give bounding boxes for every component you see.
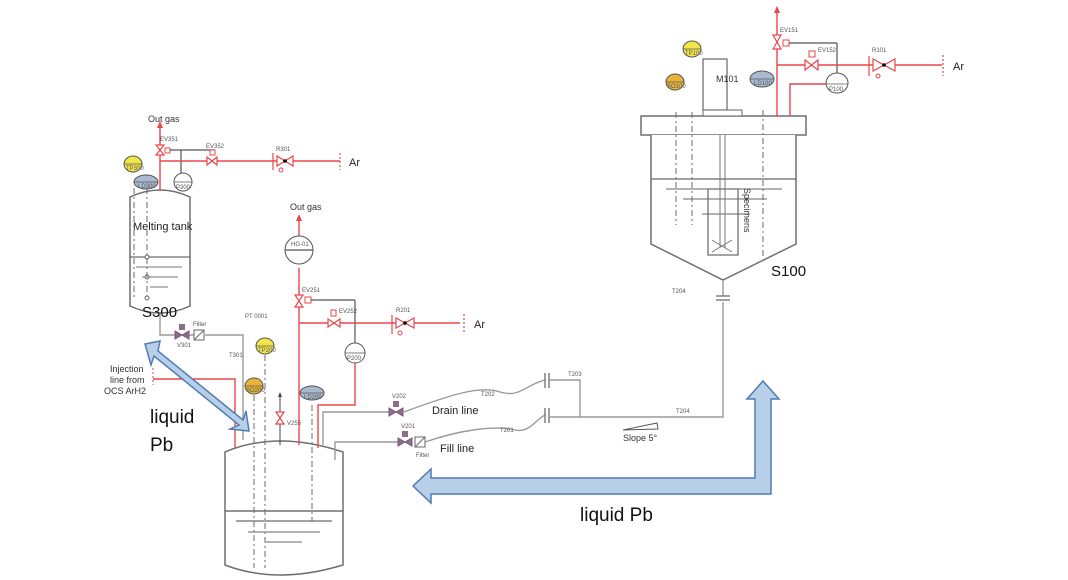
- ld300-sensor: LD300: [133, 174, 159, 190]
- liquid-pb-left-line2: Pb: [150, 435, 173, 456]
- p100-sensor: P100: [825, 72, 849, 94]
- ev251-valve[interactable]: [293, 294, 305, 308]
- m101-label: M101: [716, 74, 739, 84]
- svg-text:SO200: SO200: [246, 388, 265, 394]
- v301-label: V301: [177, 343, 192, 349]
- svg-text:OCS ArH2: OCS ArH2: [104, 386, 146, 396]
- s300-argon-label: Ar: [349, 157, 360, 169]
- tp200-sensor: TP200: [255, 337, 276, 355]
- m101-motor: [702, 58, 728, 111]
- liquid-pb-bottom-arrow: [411, 379, 781, 505]
- ev252-valve[interactable]: [327, 317, 341, 329]
- svg-text:P200: P200: [347, 356, 362, 362]
- drain-fill-lines: V202 T202 Drain line V201 Filter T201 Fi…: [322, 302, 724, 460]
- t204-top-label: T204: [672, 289, 686, 295]
- t202-label: T202: [481, 392, 495, 398]
- pt0001-label: PT 0001: [245, 314, 268, 320]
- so100-sensor: SO100: [665, 73, 686, 91]
- ld200-sensor: LD200: [299, 385, 325, 401]
- s100-label: S100: [771, 263, 806, 280]
- specimens-label: Specimens: [742, 188, 752, 233]
- r101-label: R101: [872, 48, 887, 54]
- r301-label: R301: [276, 147, 291, 153]
- injection-line: Injection line from OCS ArH2: [104, 364, 238, 563]
- svg-text:LD100: LD100: [754, 81, 772, 87]
- v202-label: V202: [392, 394, 407, 400]
- p300-sensor: P300: [173, 172, 193, 192]
- ev252-label: EV252: [339, 309, 358, 315]
- ev152-label: EV152: [818, 48, 837, 54]
- ev351-valve[interactable]: [154, 144, 166, 156]
- drain-line-label: Drain line: [432, 405, 478, 417]
- t204-bottom-label: T204: [676, 409, 690, 415]
- s300-drain: V301 Filter T301: [159, 313, 244, 440]
- s300-gas-system: Out gas EV351 EV352 R301 Ar TP300 LD300: [123, 114, 360, 192]
- svg-text:Injection: Injection: [110, 364, 144, 374]
- svg-text:LD300: LD300: [138, 184, 156, 190]
- t203-label: T203: [568, 372, 582, 378]
- svg-text:SO100: SO100: [667, 84, 686, 90]
- r201-label: R201: [396, 308, 411, 314]
- svg-text:P300: P300: [176, 185, 191, 191]
- svg-text:LD200: LD200: [304, 395, 322, 401]
- liquid-pb-bottom-label: liquid Pb: [580, 505, 653, 526]
- v201-label: V201: [401, 424, 416, 430]
- ev151-label: EV151: [780, 28, 799, 34]
- s100-gas-system: TP100 SO100 LD100 EV151 EV152 R101 Ar: [665, 6, 964, 116]
- filter-label-s300: Filter: [193, 322, 206, 328]
- tp300-sensor: TP300: [123, 155, 144, 173]
- liquid-pb-left-line1: liquid: [150, 407, 194, 428]
- ev251-label: EV251: [302, 288, 321, 294]
- v201-valve[interactable]: [397, 437, 413, 447]
- ld100-sensor: LD100: [749, 70, 775, 88]
- filter-label-fill: Filter: [416, 453, 429, 459]
- ev352-valve[interactable]: [206, 155, 218, 167]
- s100-argon-label: Ar: [953, 61, 964, 73]
- s200-tank: [224, 355, 344, 576]
- s300-melting-tank: Melting tank S300: [129, 188, 193, 321]
- v255-label: V255: [287, 421, 302, 427]
- s100-tank: Specimens S100 T204 M101: [640, 58, 807, 301]
- ev352-label: EV352: [206, 144, 225, 150]
- v202-valve[interactable]: [388, 407, 404, 417]
- svg-text:TP300: TP300: [126, 166, 144, 172]
- s200-gas-system: PT 0001 TP200 SO200 LD200 V255 Out gas: [244, 202, 485, 448]
- so200-sensor: SO200: [244, 377, 265, 395]
- ev151-valve[interactable]: [771, 34, 783, 50]
- s200-argon-label: Ar: [474, 319, 485, 331]
- svg-text:TP200: TP200: [258, 348, 276, 354]
- svg-text:TP100: TP100: [685, 51, 703, 57]
- t301-label: T301: [229, 353, 243, 359]
- ev351-label: EV351: [160, 137, 179, 143]
- v301-valve[interactable]: [174, 330, 190, 340]
- melting-tank-label: Melting tank: [133, 221, 193, 233]
- slope-label: Slope 5°: [623, 433, 658, 443]
- hg01-sensor: HG-01: [284, 235, 314, 265]
- tp100-sensor: TP100: [682, 40, 703, 58]
- s300-label: S300: [142, 304, 177, 321]
- svg-text:P100: P100: [829, 87, 844, 93]
- s200-out-gas-label: Out gas: [290, 202, 322, 212]
- svg-text:line from: line from: [110, 375, 145, 385]
- v255-valve[interactable]: [274, 411, 286, 425]
- fill-line-label: Fill line: [440, 443, 474, 455]
- liquid-pb-diagonal-arrow: [144, 340, 250, 432]
- ev152-valve[interactable]: [804, 58, 819, 72]
- p200-sensor: P200: [344, 342, 366, 364]
- t201-label: T201: [500, 428, 514, 434]
- s300-out-gas-label: Out gas: [148, 114, 180, 124]
- svg-text:HG-01: HG-01: [291, 242, 309, 248]
